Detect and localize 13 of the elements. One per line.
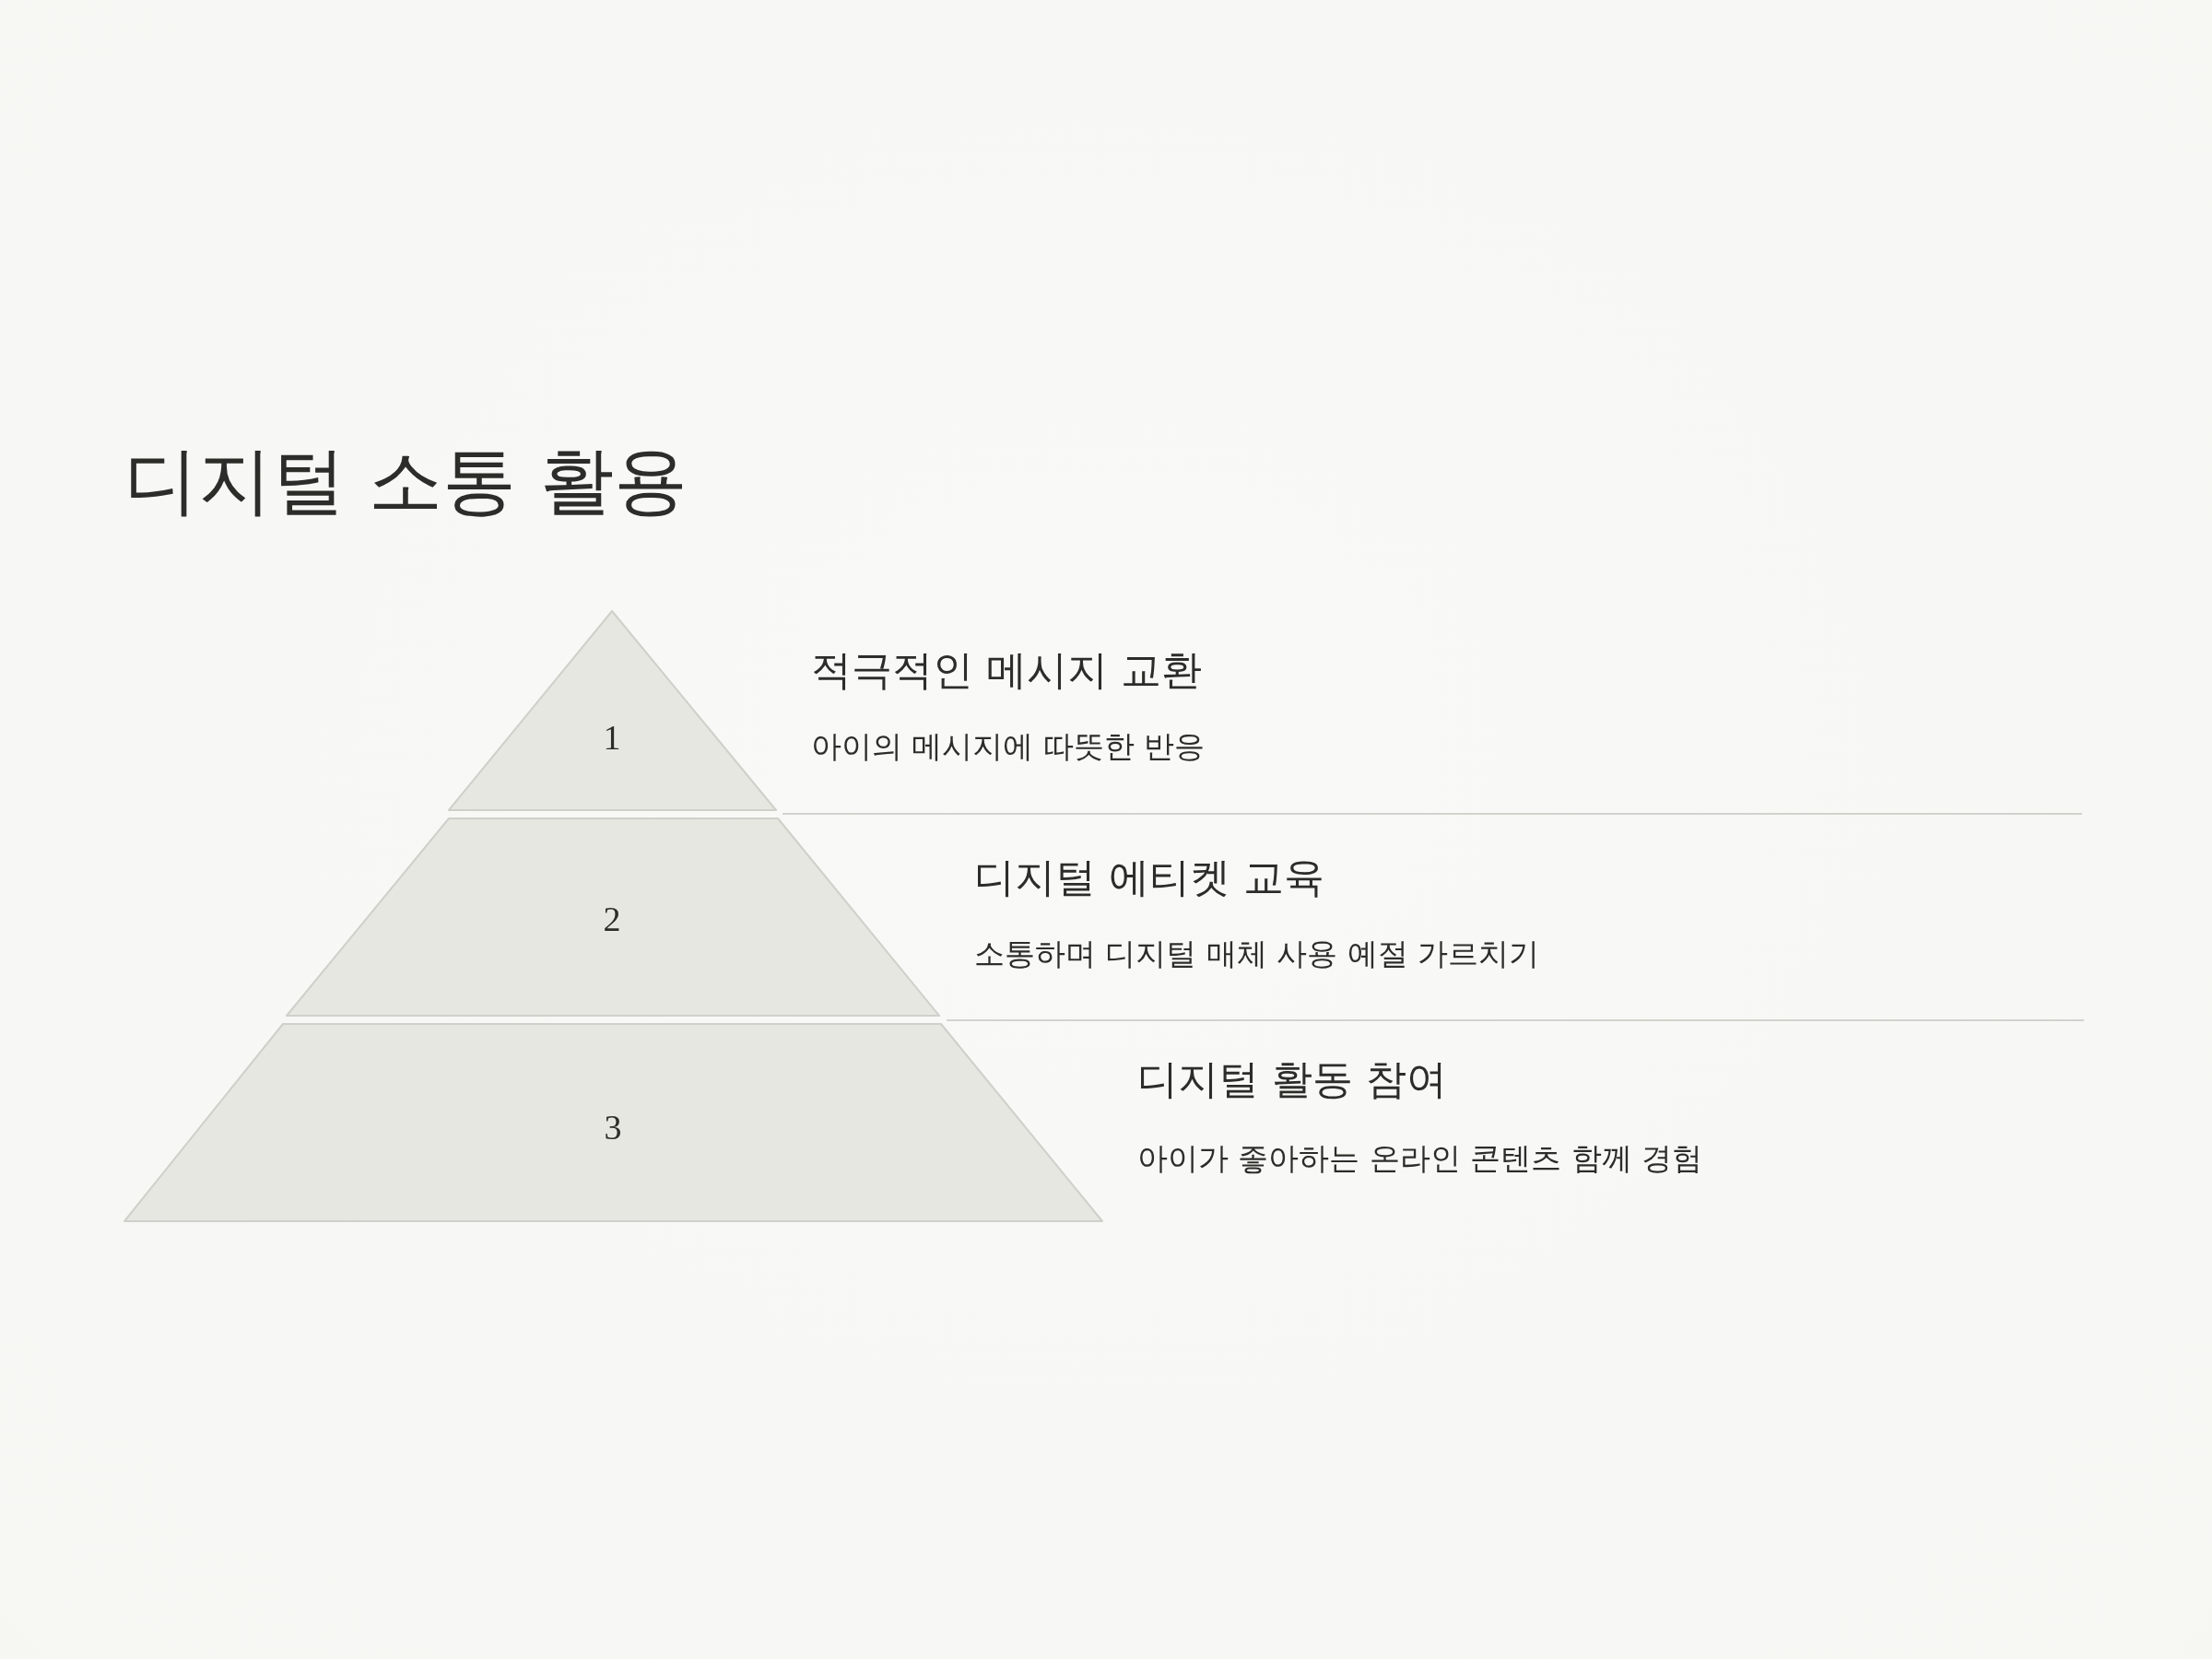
- tier-number: 2: [603, 900, 621, 937]
- tier-heading: 디지털 에티켓 교육: [974, 853, 1324, 902]
- pyramid-tier: [287, 818, 939, 1016]
- tier-heading: 디지털 활동 참여: [1137, 1054, 1447, 1104]
- tier-description: 아이의 메시지에 따뜻한 반응: [811, 727, 1206, 766]
- tier-heading: 적극적인 메시지 교환: [811, 645, 1202, 695]
- tier-description: 소통하며 디지털 매체 사용 예절 가르치기: [974, 935, 1540, 973]
- page-title: 디지털 소통 활용: [124, 437, 688, 525]
- tier-number: 1: [603, 719, 621, 756]
- pyramid-tier: [449, 611, 776, 810]
- tier-number: 3: [604, 1109, 622, 1146]
- tier-description: 아이가 좋아하는 온라인 콘텐츠 함께 경험: [1137, 1139, 1703, 1178]
- pyramid-tier: [124, 1024, 1102, 1221]
